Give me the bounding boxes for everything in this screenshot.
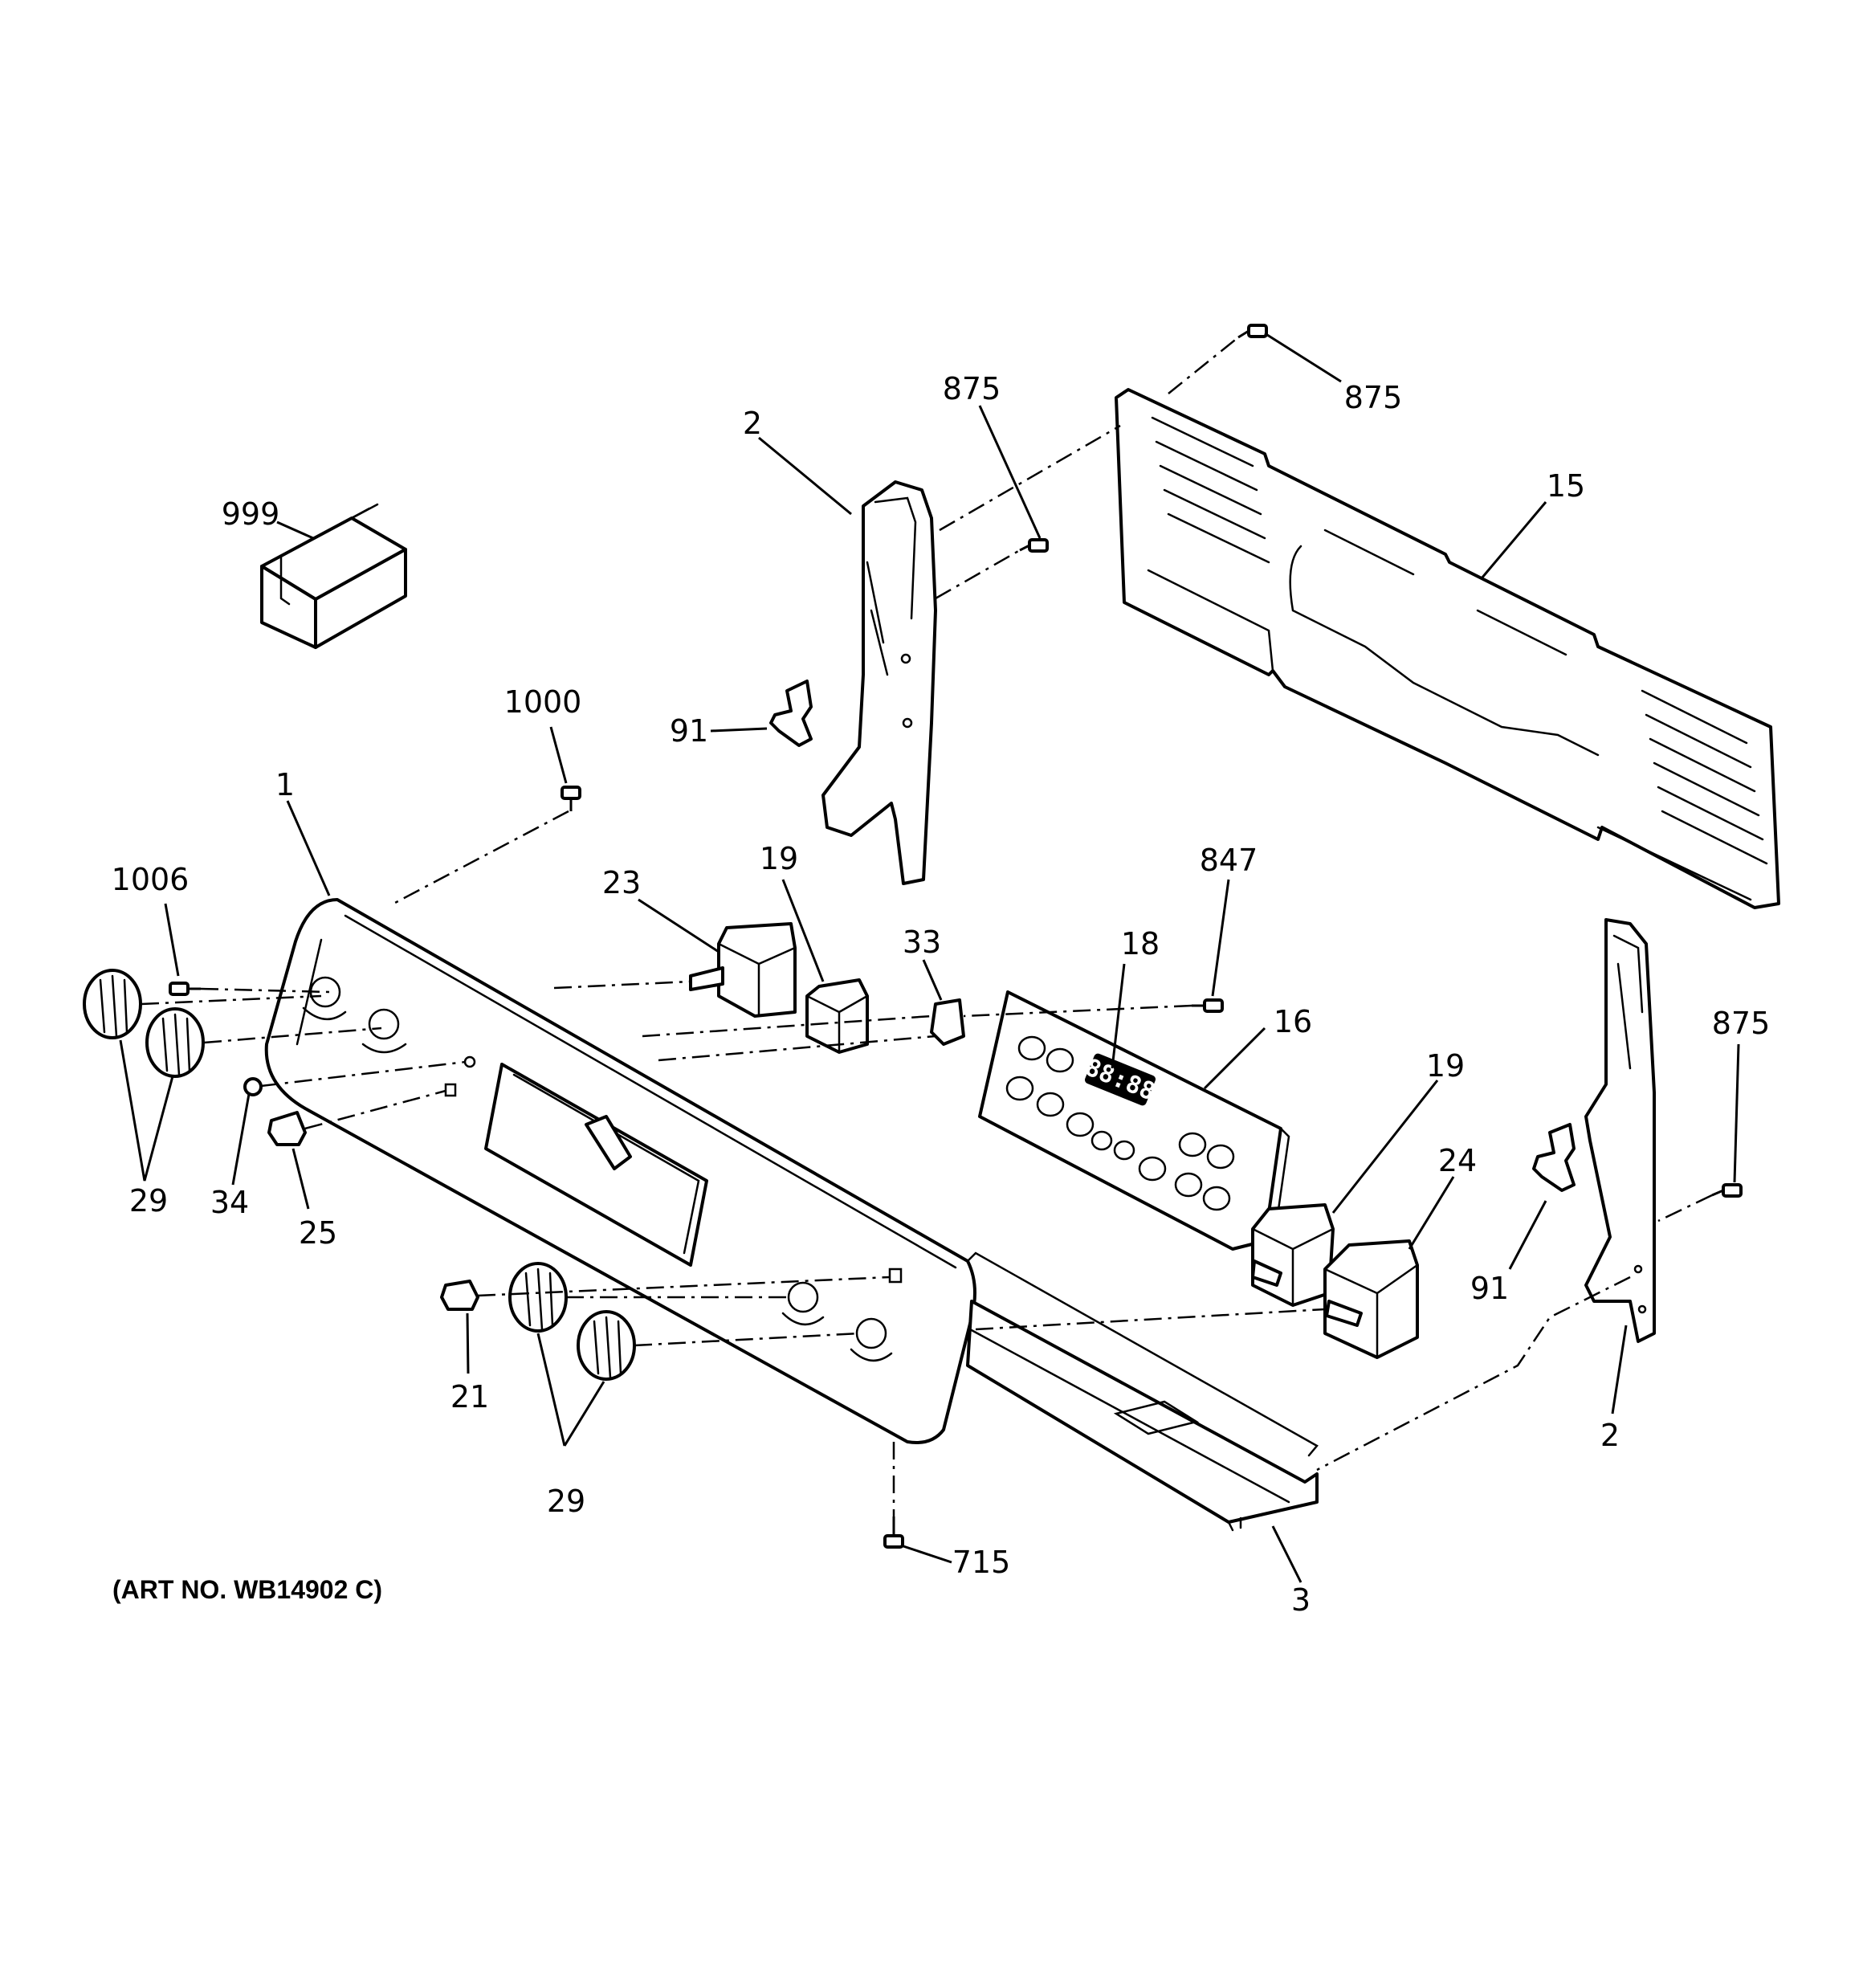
part-15-rear-panel: [1115, 388, 1780, 909]
callout-2-lower: 2: [1600, 1418, 1620, 1453]
screw-847: [1192, 998, 1224, 1013]
part-33-clip: [930, 998, 965, 1046]
callout-19-lower: 19: [1426, 1048, 1465, 1084]
callout-91-left: 91: [670, 713, 708, 749]
part-91-left-clip: [769, 680, 813, 747]
screw-875-upper-left: [1019, 538, 1049, 553]
callout-labels: 999 1000 1 1006 29 34 25 23 19 33 18 847…: [112, 371, 1771, 1618]
part-25-rocker-switch: [267, 1111, 307, 1146]
screw-1006: [169, 982, 201, 996]
part-21-indicator-light: [440, 1280, 479, 1311]
screw-715: [883, 1517, 904, 1549]
clock-display: [1085, 1053, 1156, 1106]
callout-16: 16: [1274, 1004, 1312, 1039]
callout-18: 18: [1121, 926, 1160, 961]
callout-875-top: 875: [1344, 380, 1403, 415]
callout-1006: 1006: [112, 862, 190, 897]
part-19-upper-switch: [805, 978, 869, 1054]
part-16-control-board: 88:88: [978, 990, 1290, 1251]
callout-715: 715: [952, 1545, 1011, 1580]
part-23-switch: [689, 922, 797, 1018]
part-24-switch: [1323, 1239, 1419, 1359]
callout-24: 24: [1438, 1143, 1477, 1178]
callout-1000: 1000: [504, 684, 582, 720]
part-19-lower-switch: [1251, 1203, 1335, 1307]
callout-875-upper: 875: [943, 371, 1001, 406]
part-999-box: [260, 503, 407, 649]
part-2-right-bracket: [1584, 918, 1656, 1343]
callout-21: 21: [450, 1379, 489, 1414]
callout-25: 25: [299, 1215, 337, 1251]
screw-1000: [561, 786, 581, 811]
callout-19-upper: 19: [760, 841, 798, 876]
part-91-right-clip: [1532, 1123, 1576, 1192]
part-34-lamp: [243, 1077, 263, 1096]
part-29-knob-upper-left-b: [145, 1007, 205, 1078]
screw-875-top: [1237, 324, 1268, 339]
art-number: (ART NO. WB14902 C): [112, 1575, 382, 1604]
callout-29-upper: 29: [129, 1183, 168, 1219]
callout-999: 999: [222, 496, 280, 532]
part-29-knob-upper-left-a: [83, 969, 142, 1039]
callout-33: 33: [903, 925, 941, 960]
leader-lines: [119, 332, 1740, 1583]
callout-23: 23: [602, 865, 641, 900]
part-2-left-bracket: [821, 480, 937, 885]
callout-1: 1: [275, 767, 295, 802]
screw-875-right: [1711, 1183, 1743, 1198]
callout-3: 3: [1291, 1582, 1311, 1618]
callout-15: 15: [1547, 468, 1585, 504]
part-1-control-panel: [264, 898, 1319, 1457]
callout-29-lower: 29: [547, 1484, 585, 1519]
part-29-knob-lower-b: [577, 1310, 636, 1381]
callout-34: 34: [210, 1185, 249, 1220]
callout-91-right: 91: [1470, 1271, 1509, 1306]
part-3-trim-strip: [966, 1300, 1319, 1532]
callout-875-right: 875: [1712, 1006, 1771, 1041]
assembly-lines: [141, 337, 1713, 1517]
callout-847: 847: [1200, 843, 1258, 878]
callout-2-upper: 2: [743, 406, 762, 441]
part-29-knob-lower-a: [508, 1262, 568, 1333]
